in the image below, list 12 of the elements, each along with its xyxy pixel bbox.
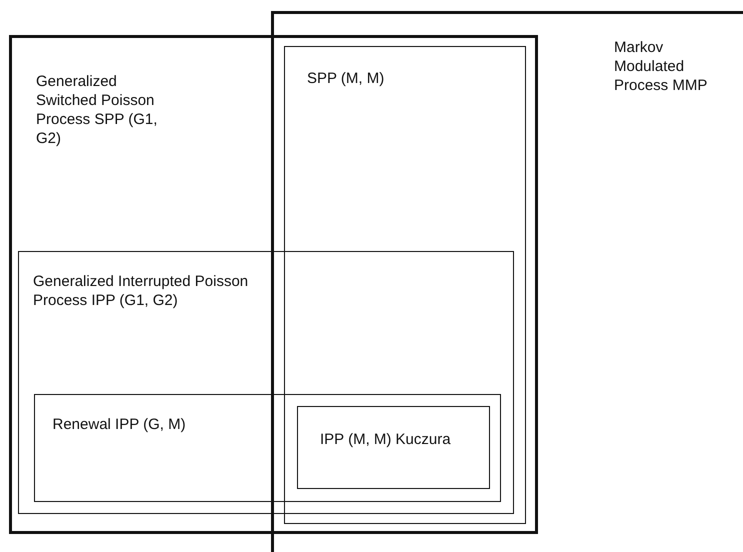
set-label: Markov Modulated Process MMP [614,38,708,95]
set-boundary [34,394,500,502]
set-boundary [18,251,514,514]
set-label: Generalized Switched Poisson Process SPP (G1, G2) [36,72,158,148]
set-label: SPP (M, M) [307,69,386,88]
set-boundary [297,406,490,489]
set-boundary [271,11,743,552]
set-label: Generalized Interrupted Poisson Process IPP (G1, G2) [33,272,250,310]
set-boundary [284,46,526,524]
set-label: Renewal IPP (G, M) [52,414,187,434]
set-label: IPP (M, M) Kuczura [320,430,452,449]
set-boundary [9,35,538,534]
